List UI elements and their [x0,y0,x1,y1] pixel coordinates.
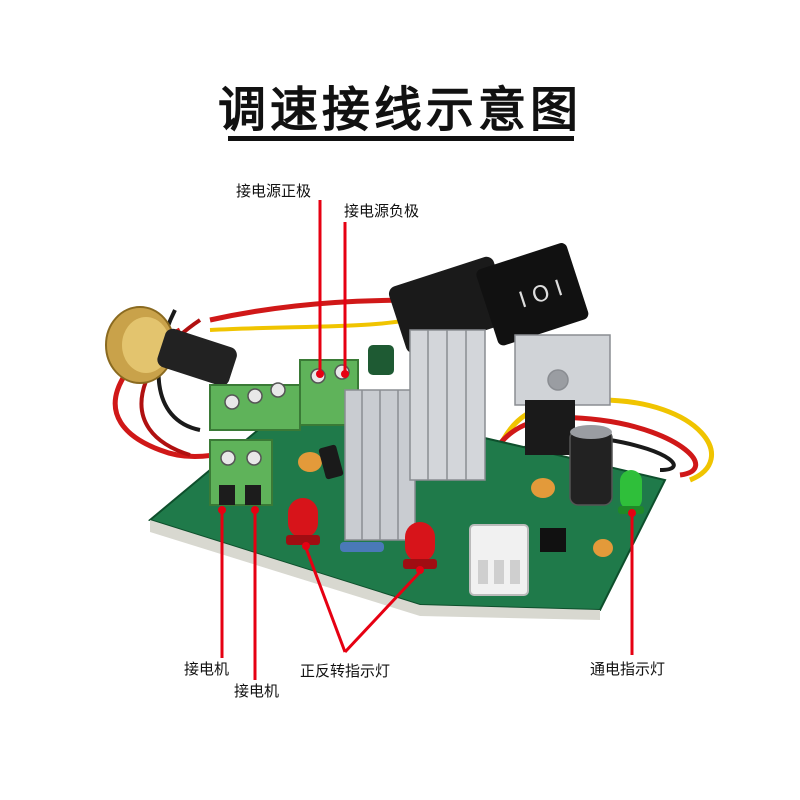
ceramic-capacitor-3 [593,539,613,557]
resistor [340,542,384,552]
led-red-left [286,498,320,545]
capacitor [569,429,613,506]
ceramic-capacitor-2 [531,478,555,498]
jst-pins [478,560,520,584]
ic-chip [540,528,566,552]
heatsink-right [514,334,611,455]
diagram-title: 调速接线示意图 [217,82,582,138]
label-power-indicator: 通电指示灯 [590,660,666,678]
leader-lines [220,200,634,680]
label-power-positive: 接电源正极 [236,182,312,200]
led-green [618,470,644,514]
heatsink-left [344,389,416,541]
pcb-edge [150,520,600,620]
leader-dots [218,370,636,574]
led-red-right [403,522,437,569]
ceramic-capacitor-1 [298,452,322,472]
potentiometer-knob [157,328,237,386]
label-power-negative: 接电源负极 [344,202,420,220]
title-underline [228,136,574,141]
label-motor-2: 接电机 [234,682,280,700]
rocker-switch [476,243,589,346]
capacitor-top [570,425,612,439]
terminal-screws [220,364,350,466]
diode [318,444,344,480]
label-motor-1: 接电机 [184,660,230,678]
heatsink-middle [409,329,486,481]
terminal-openings [219,485,261,505]
small-capacitor [368,345,394,375]
label-direction-indicator: 正反转指示灯 [300,662,391,680]
